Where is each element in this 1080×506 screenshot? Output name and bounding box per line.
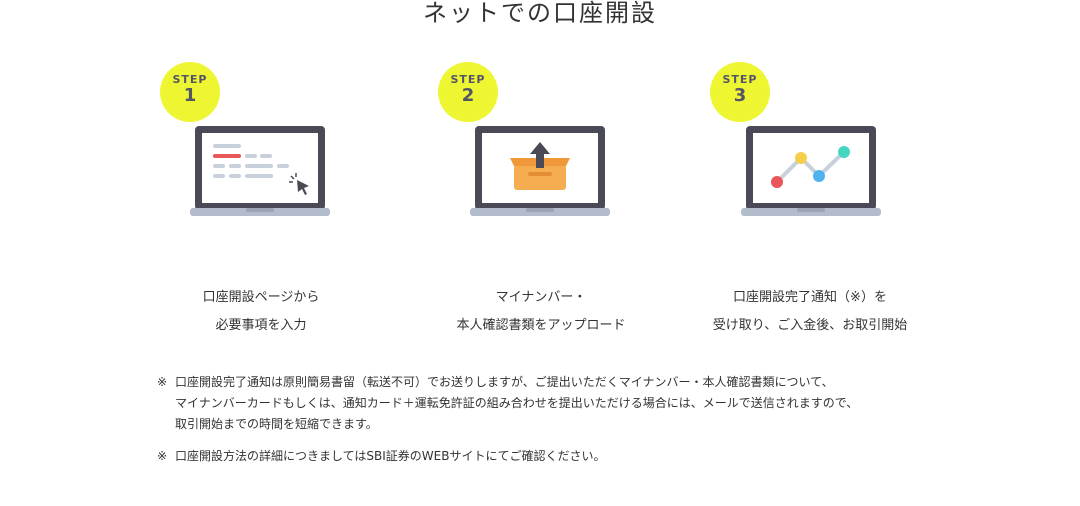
step-number: 1 (183, 85, 197, 106)
step-badge: STEP 2 (438, 62, 498, 122)
caption-line: マイナンバー・ (495, 290, 587, 305)
caption-line: 口座開設ページから (202, 290, 320, 305)
note-line: 口座開設方法の詳細につきましてはSBI証券のWEBサイトにてご確認ください。 (175, 449, 606, 463)
step-badge: STEP 1 (160, 62, 220, 122)
step-caption: 口座開設完了通知（※）を 受け取り、ご入金後、お取引開始 (650, 284, 970, 340)
caption-line: 必要事項を入力 (215, 318, 307, 333)
caption-line: 本人確認書類をアップロード (456, 318, 626, 333)
note-2: ※ 口座開設方法の詳細につきましてはSBI証券のWEBサイトにてご確認ください。 (157, 446, 935, 467)
note-line: マイナンバーカードもしくは、通知カード＋運転免許証の組み合わせを提出いただける場… (175, 396, 859, 410)
step-number: 3 (733, 85, 747, 106)
note-mark: ※ (157, 449, 168, 463)
step-number: 2 (461, 85, 475, 106)
step-label: STEP (722, 73, 758, 86)
form-input-icon (190, 126, 330, 216)
step-label: STEP (450, 73, 486, 86)
step-badge: STEP 3 (710, 62, 770, 122)
note-line: 口座開設完了通知は原則簡易書留（転送不可）でお送りしますが、ご提出いただくマイナ… (175, 375, 834, 389)
page-title: ネットでの口座開設 (423, 0, 657, 27)
upload-box-icon (470, 126, 610, 216)
note-line: 取引開始までの時間を短縮できます。 (175, 417, 378, 431)
note-mark: ※ (157, 375, 168, 389)
caption-line: 受け取り、ご入金後、お取引開始 (712, 318, 908, 333)
caption-line: 口座開設完了通知（※）を (733, 290, 887, 305)
step-label: STEP (172, 73, 208, 86)
line-graph-icon (741, 126, 881, 216)
note-1: ※ 口座開設完了通知は原則簡易書留（転送不可）でお送りしますが、ご提出いただくマ… (157, 372, 935, 435)
step-caption: マイナンバー・ 本人確認書類をアップロード (381, 284, 701, 340)
step-caption: 口座開設ページから 必要事項を入力 (101, 284, 421, 340)
